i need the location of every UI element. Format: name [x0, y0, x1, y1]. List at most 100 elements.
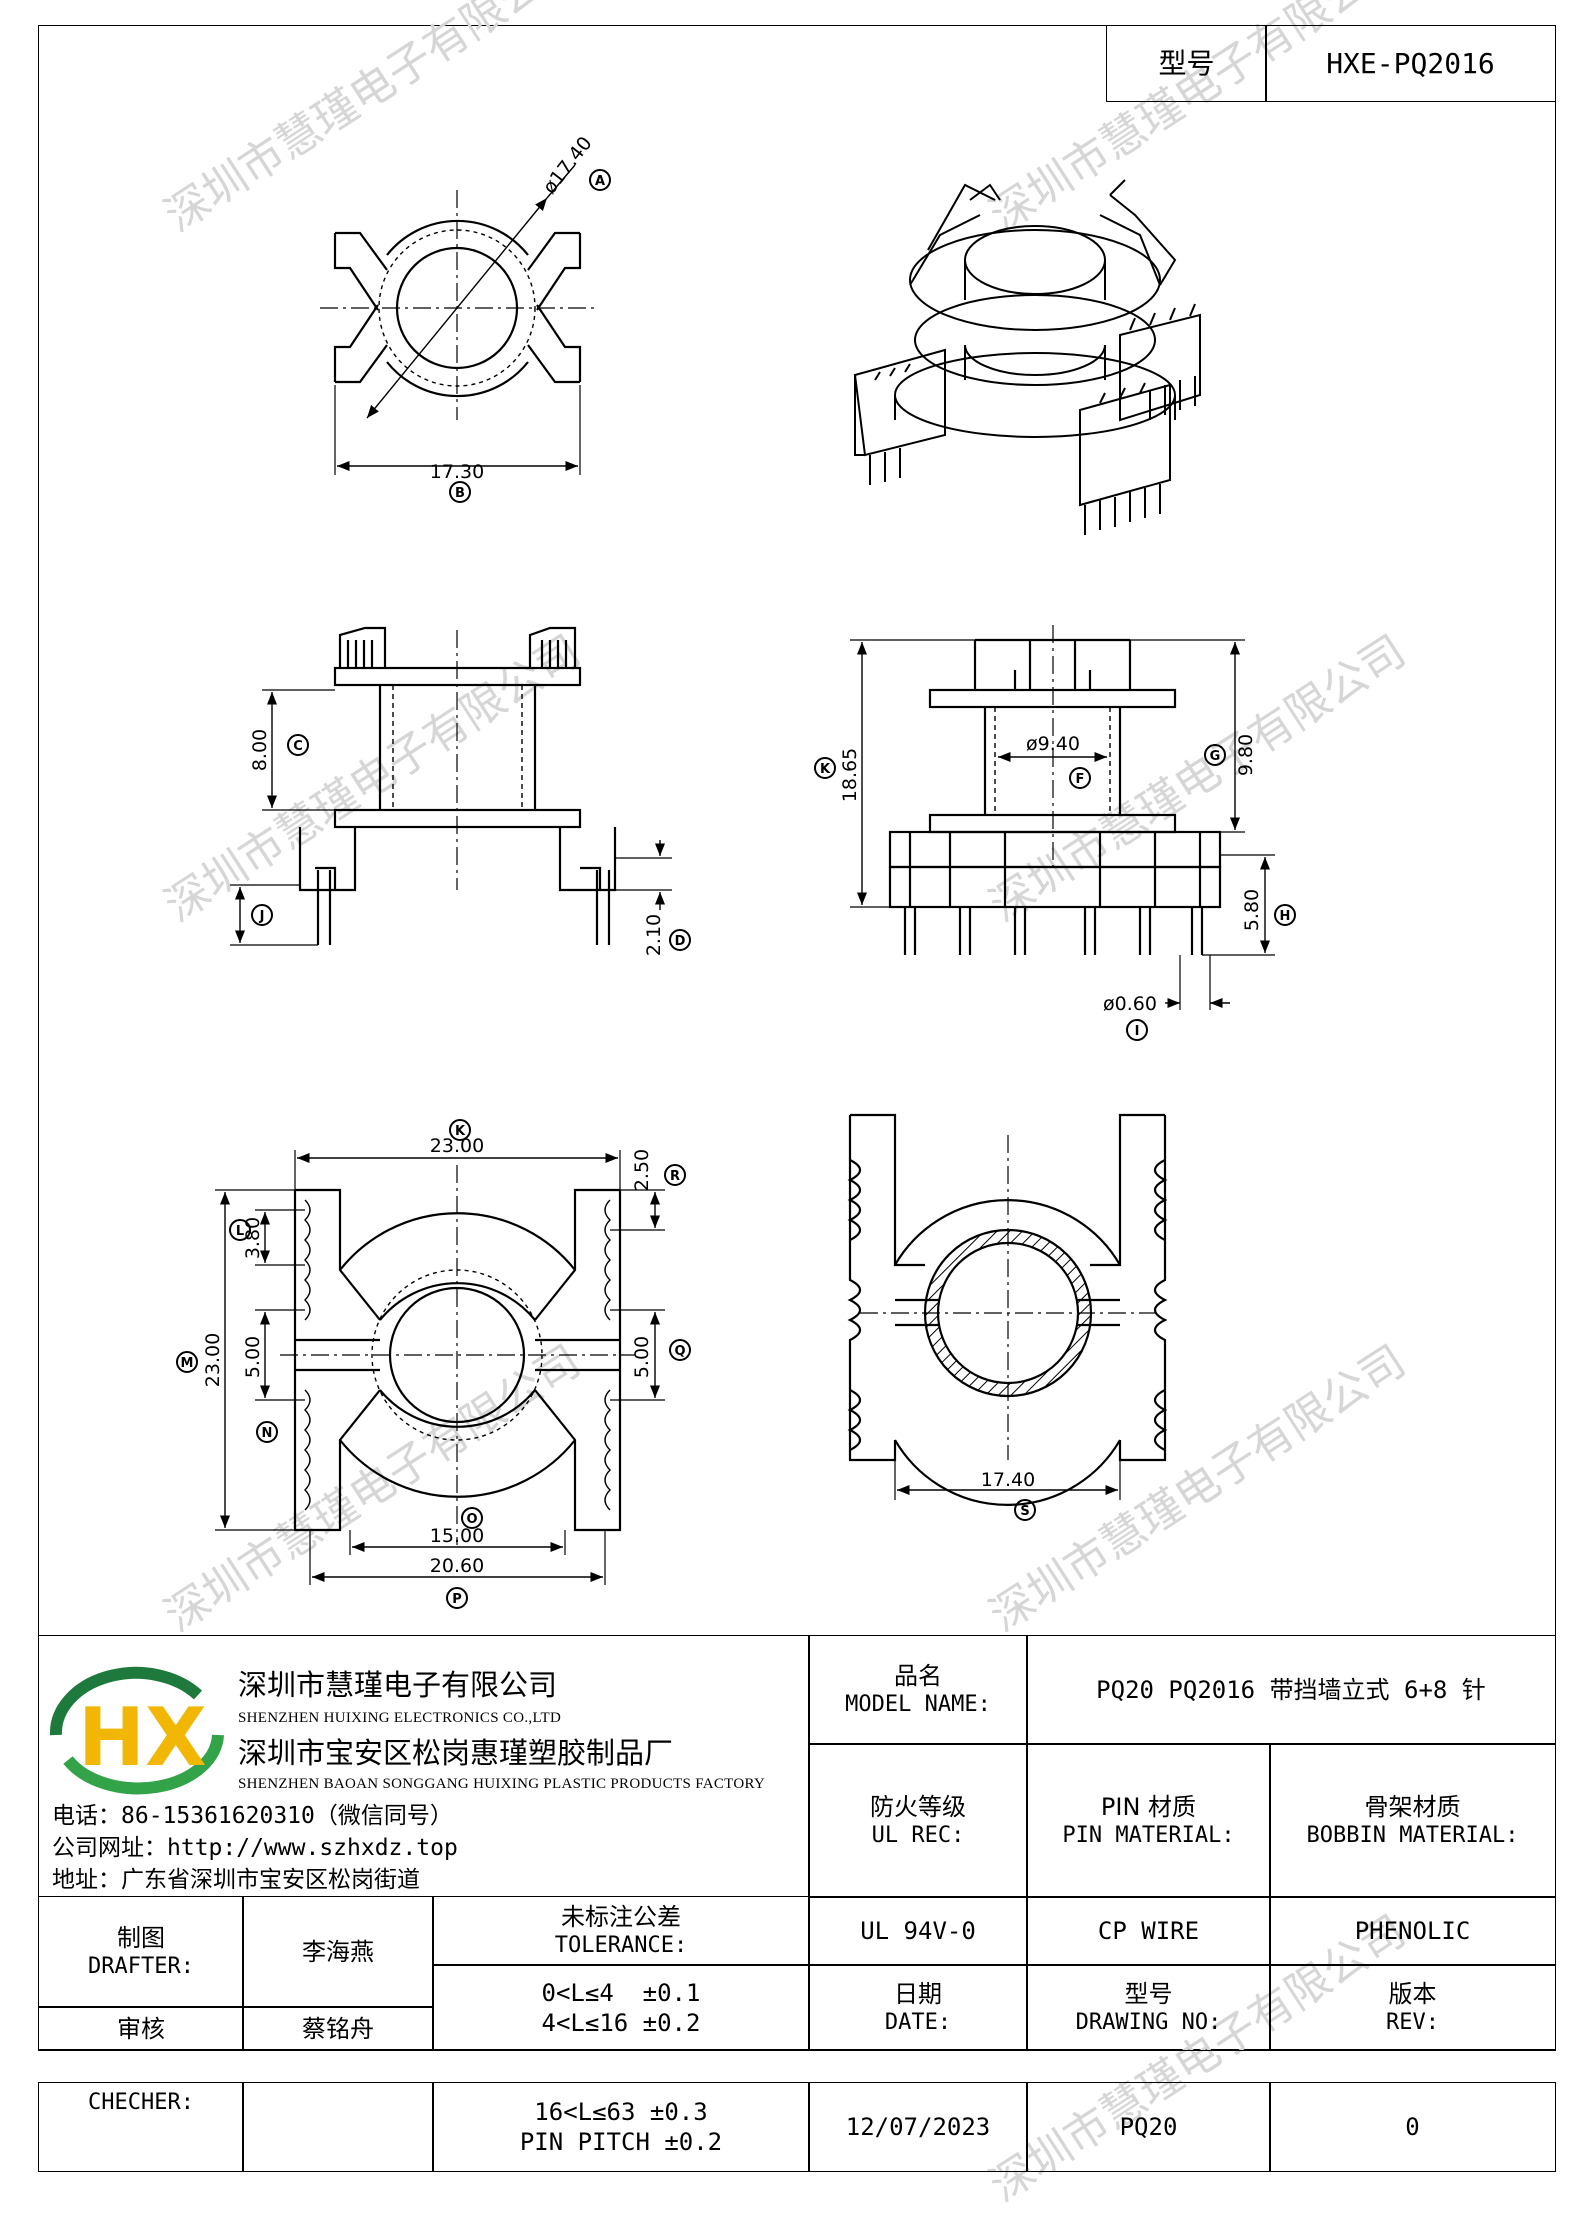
company-phone: 电话：86-15361620310（微信同号）	[52, 1803, 453, 1829]
dim-i-value: ø0.60	[1103, 993, 1157, 1015]
dim-h-value: 5.80	[1241, 889, 1263, 931]
mark-l: L	[229, 1219, 251, 1241]
model-name-zh: 品名	[894, 1662, 942, 1691]
drawing-no-value: PQ20	[1119, 2113, 1178, 2141]
dim-d-value: 2.10	[643, 914, 665, 956]
bobbin-material-label-cell: 骨架材质 BOBBIN MATERIAL:	[1269, 1743, 1556, 1898]
mark-i: I	[1126, 1019, 1148, 1041]
tolerance-label-cell: 未标注公差 TOLERANCE:	[432, 1896, 810, 1966]
svg-text:J: J	[259, 909, 265, 924]
rev-zh: 版本	[1388, 1979, 1437, 2008]
company-name-1: 深圳市慧瑾电子有限公司	[238, 1668, 558, 1702]
tolerance-en: TOLERANCE:	[554, 1933, 688, 1959]
model-name-en: MODEL NAME:	[845, 1692, 991, 1718]
date-value-cell: 12/07/2023	[808, 2082, 1028, 2172]
checker-zh: 审核	[117, 2014, 165, 2043]
drafter-en: DRAFTER:	[88, 1954, 194, 1980]
svg-text:I: I	[1135, 1024, 1140, 1039]
model-name-value: PQ20 PQ2016 带挡墙立式 6+8 针	[1096, 1676, 1486, 1704]
checker-label-cell: 审核	[38, 2006, 244, 2051]
mark-p: P	[446, 1587, 468, 1609]
front-view	[850, 625, 1275, 1010]
bobbin-material-en: BOBBIN MATERIAL:	[1306, 1822, 1519, 1848]
header-model-value-cell: HXE-PQ2016	[1265, 25, 1556, 102]
mark-h: H	[1274, 904, 1296, 926]
header-model-value: HXE-PQ2016	[1326, 47, 1495, 80]
section-view	[847, 1113, 1168, 1506]
mark-q: Q	[669, 1339, 691, 1361]
dim-s-value: 17.40	[981, 1469, 1035, 1491]
pin-value: CP WIRE	[1097, 1917, 1200, 1945]
side-view	[230, 626, 672, 946]
svg-text:L: L	[236, 1224, 244, 1239]
isometric-view	[853, 179, 1201, 535]
mark-s: S	[1014, 1499, 1036, 1521]
dim-o-value: 15.00	[430, 1525, 484, 1547]
svg-text:B: B	[455, 486, 465, 501]
mark-n: N	[256, 1421, 278, 1443]
drawing-frame	[38, 25, 1556, 2050]
svg-text:R: R	[670, 1169, 680, 1184]
svg-text:N: N	[262, 1426, 273, 1441]
drawing-no-en: DRAWING NO:	[1075, 2009, 1222, 2035]
drawing-no-label-cell: 型号 DRAWING NO:	[1026, 1964, 1271, 2051]
mark-b: B	[449, 481, 471, 503]
mark-j: J	[251, 904, 273, 926]
rev-en: REV:	[1386, 2009, 1439, 2035]
rev-value: 0	[1405, 2113, 1420, 2141]
date-value: 12/07/2023	[845, 2113, 991, 2141]
rev-value-cell: 0	[1269, 2082, 1556, 2172]
company-address: 地址：广东省深圳市宝安区松岗街道	[52, 1867, 420, 1893]
technical-drawing: ø17.40 17.30 8.00 2.10 18.65 ø9.40 9.80 …	[176, 133, 1296, 1609]
date-label-cell: 日期 DATE:	[808, 1964, 1028, 2051]
tolerance-line-4: PIN PITCH ±0.2	[519, 2128, 723, 2156]
dim-a-value: ø17.40	[539, 133, 597, 199]
dim-width-value: 23.00	[430, 1135, 484, 1157]
company-name-1-en: SHENZHEN HUIXING ELECTRONICS CO.,LTD	[238, 1710, 562, 1726]
svg-text:H: H	[1280, 909, 1291, 924]
company-name-2-en: SHENZHEN BAOAN SONGGANG HUIXING PLASTIC …	[238, 1776, 766, 1792]
date-zh: 日期	[894, 1979, 942, 2008]
svg-text:D: D	[675, 934, 686, 949]
company-name-2: 深圳市宝安区松岗惠瑾塑胶制品厂	[238, 1736, 674, 1770]
dim-n-value: 5.00	[242, 1336, 264, 1378]
dim-p-value: 20.60	[430, 1555, 484, 1577]
ul-rec-en: UL REC:	[871, 1822, 965, 1848]
drafter-label-cell: 制图 DRAFTER:	[38, 1896, 244, 2008]
dim-c-value: 8.00	[249, 729, 271, 771]
dim-r-value: 2.50	[631, 1149, 653, 1191]
mark-o: O	[461, 1507, 483, 1529]
svg-text:K: K	[820, 762, 831, 777]
drafter-name-cell: 李海燕	[242, 1896, 434, 2008]
svg-text:F: F	[1076, 772, 1085, 787]
mark-k-bottom: K	[449, 1119, 471, 1141]
mark-m: M	[176, 1351, 198, 1373]
svg-text:O: O	[466, 1512, 477, 1527]
dim-f-value: ø9.40	[1026, 733, 1080, 755]
tolerance-values-cell: 0<L≤4 ±0.1 4<L≤16 ±0.2	[432, 1964, 810, 2051]
mark-r: R	[664, 1164, 686, 1186]
checker-name: 蔡铭舟	[302, 2014, 374, 2043]
mark-g: G	[1204, 744, 1226, 766]
ul-value-cell: UL 94V-0	[808, 1896, 1028, 1966]
checker-blank-cell	[242, 2082, 434, 2172]
svg-text:K: K	[455, 1124, 466, 1139]
company-block	[38, 1635, 810, 1898]
dim-k-value: 18.65	[839, 748, 861, 802]
dim-height-value: 23.00	[202, 1333, 224, 1387]
svg-text:A: A	[595, 174, 605, 189]
checker-en-cell: CHECHER:	[38, 2082, 244, 2172]
drafter-name: 李海燕	[302, 1938, 374, 1966]
company-logo: HX	[48, 1665, 228, 1795]
pin-material-en: PIN MATERIAL:	[1062, 1822, 1235, 1848]
drawing-no-zh: 型号	[1124, 1979, 1173, 2008]
mark-d: D	[669, 929, 691, 951]
rev-label-cell: 版本 REV:	[1269, 1964, 1556, 2051]
company-website: 公司网址：http://www.szhxdz.top	[52, 1835, 458, 1861]
header-model-label-cell: 型号	[1106, 25, 1267, 102]
model-name-label-cell: 品名 MODEL NAME:	[808, 1635, 1028, 1745]
pin-material-label-cell: PIN 材质 PIN MATERIAL:	[1026, 1743, 1271, 1898]
mark-f: F	[1069, 767, 1091, 789]
bottom-view	[215, 1150, 665, 1585]
model-name-value-cell: PQ20 PQ2016 带挡墙立式 6+8 针	[1026, 1635, 1556, 1745]
